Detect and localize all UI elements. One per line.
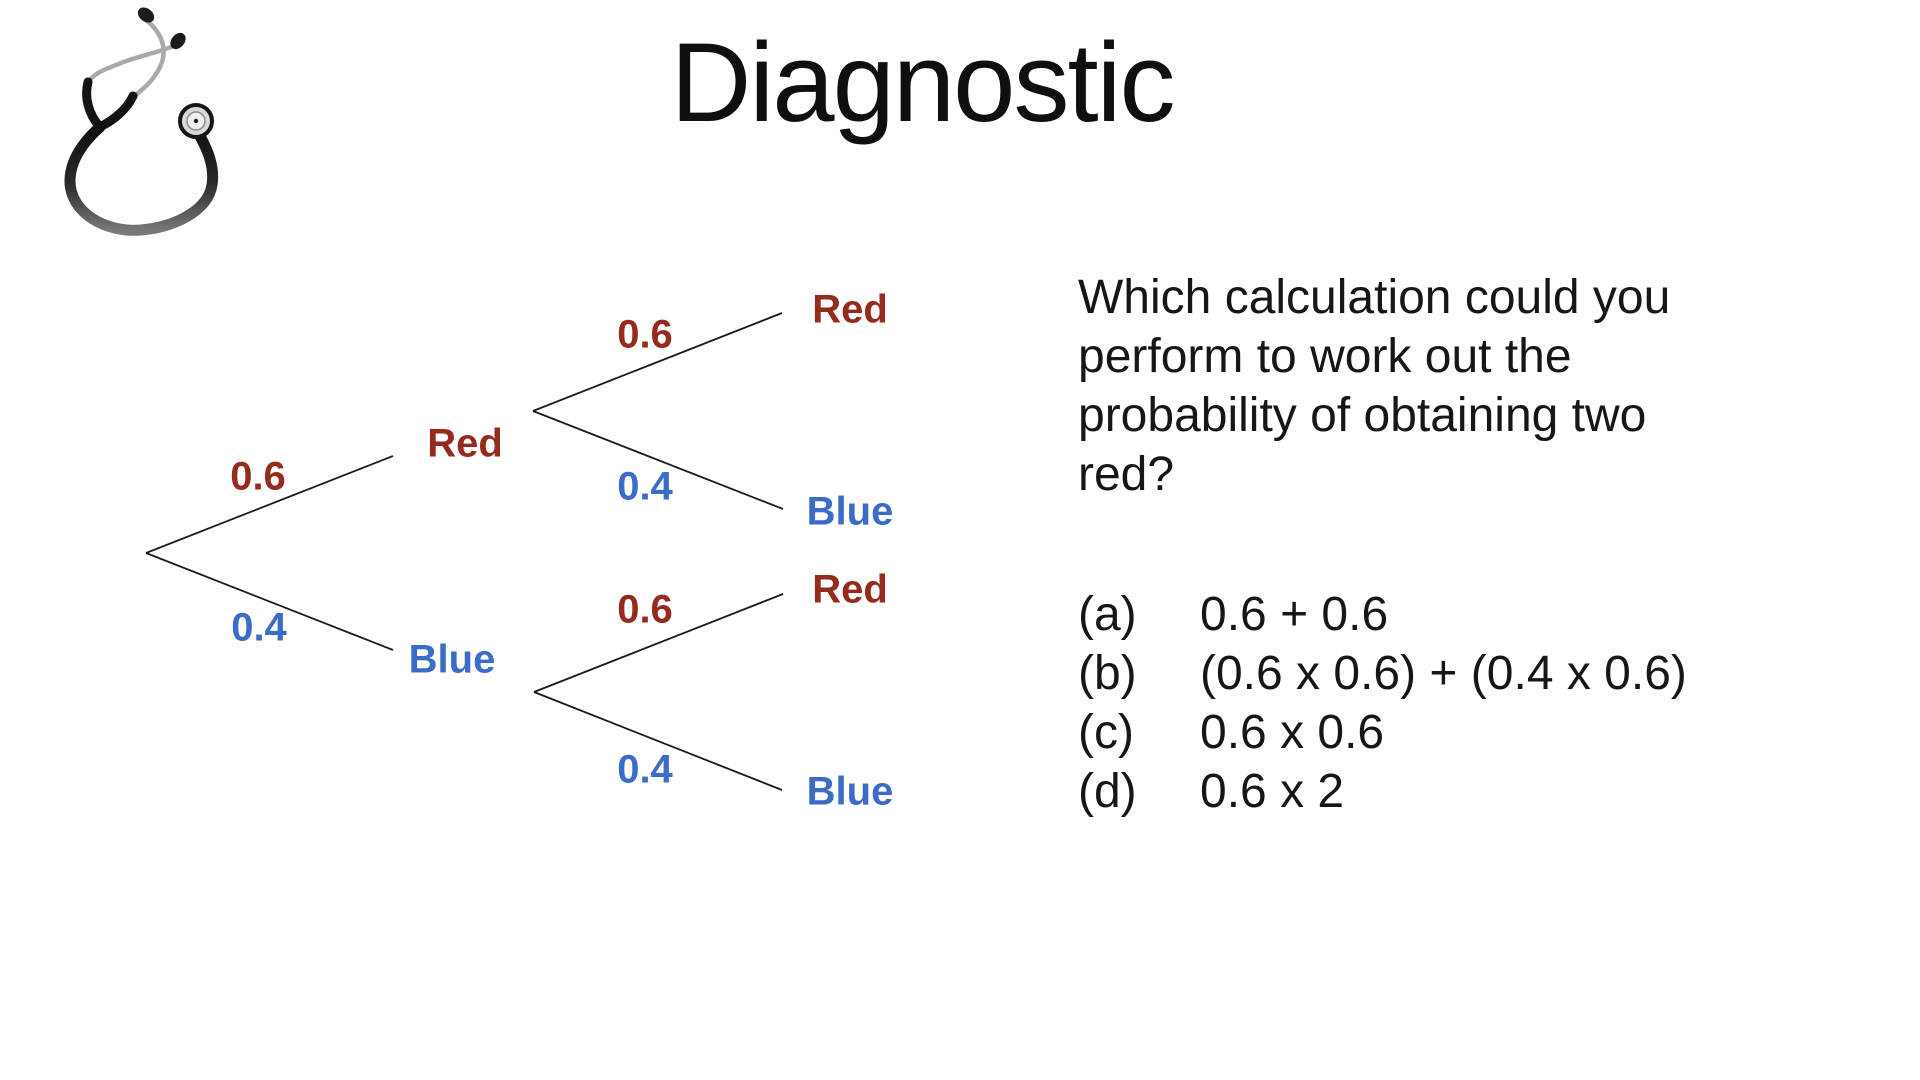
tree-probability-label: 0.4 — [231, 605, 287, 650]
option-label: (a) — [1078, 588, 1137, 641]
option-label: (d) — [1078, 765, 1137, 818]
tree-node-label: Blue — [408, 637, 496, 682]
question-line: Which calculation could you — [1078, 271, 1671, 324]
option-label: (c) — [1078, 706, 1134, 759]
branch-red-to-blue — [532, 410, 784, 510]
tree-probability-label: 0.6 — [617, 587, 673, 632]
branch-red-to-red — [532, 312, 783, 412]
page-title: Diagnostic — [670, 20, 1176, 145]
tree-node-label: Red — [812, 567, 888, 612]
branch-blue-to-blue — [533, 691, 783, 791]
tree-node-label: Red — [812, 287, 888, 332]
option-label: (b) — [1078, 647, 1137, 700]
option-row-d: (d) 0.6 x 2 — [1078, 762, 1687, 821]
option-value: 0.6 + 0.6 — [1200, 588, 1389, 641]
question-line: perform to work out the — [1078, 330, 1572, 383]
question-line: red? — [1078, 448, 1175, 501]
tree-probability-label: 0.6 — [617, 312, 673, 357]
tree-node-label: Blue — [806, 489, 894, 534]
tree-probability-label: 0.4 — [617, 464, 673, 509]
option-value: 0.6 x 2 — [1200, 765, 1345, 818]
option-value: 0.6 x 0.6 — [1200, 706, 1385, 759]
stethoscope-icon — [64, 7, 219, 236]
option-row-b: (b) (0.6 x 0.6) + (0.4 x 0.6) — [1078, 644, 1687, 703]
question-text: Which calculation could you perform to w… — [1078, 268, 1670, 504]
option-row-c: (c) 0.6 x 0.6 — [1078, 703, 1687, 762]
question-line: probability of obtaining two — [1078, 389, 1647, 442]
tree-probability-label: 0.4 — [617, 747, 673, 792]
option-row-a: (a) 0.6 + 0.6 — [1078, 585, 1687, 644]
tree-node-label: Blue — [806, 769, 894, 814]
tree-node-label: Red — [427, 421, 503, 466]
branch-root-to-blue — [145, 552, 394, 651]
tree-probability-label: 0.6 — [230, 454, 286, 499]
answer-options: (a) 0.6 + 0.6 (b) (0.6 x 0.6) + (0.4 x 0… — [1078, 585, 1687, 821]
branch-root-to-red — [145, 455, 394, 554]
option-value: (0.6 x 0.6) + (0.4 x 0.6) — [1200, 647, 1687, 700]
branch-blue-to-red — [533, 593, 784, 693]
